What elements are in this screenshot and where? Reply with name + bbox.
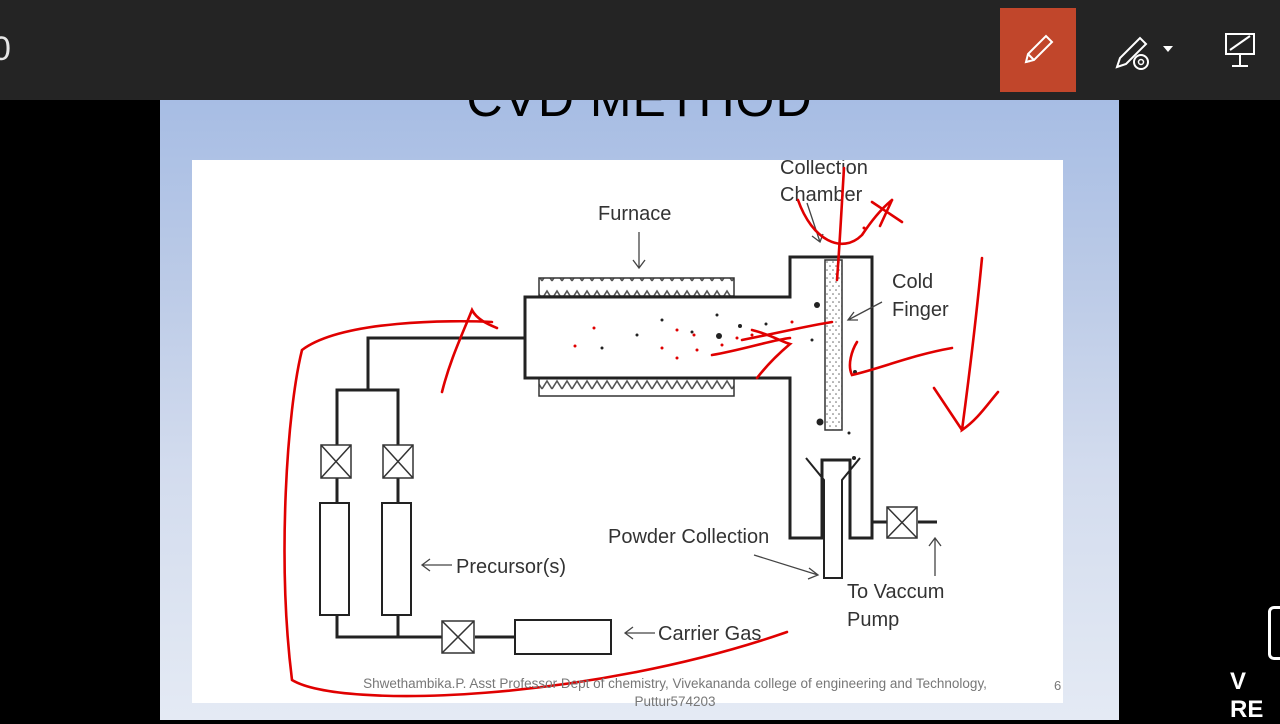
powder-funnel	[805, 457, 861, 579]
label-vaccum-2: Pump	[847, 609, 899, 631]
label-vaccum-1: To Vaccum	[847, 581, 944, 603]
side-overlay-text: V RE	[1230, 668, 1264, 723]
cold-finger	[824, 259, 843, 431]
label-furnace: Furnace	[598, 203, 671, 225]
furnace-heater-top	[538, 277, 735, 297]
reactor-outline	[523, 255, 874, 540]
pen-settings-button[interactable]	[1102, 8, 1182, 92]
pen-icon	[1024, 34, 1054, 64]
label-collection-chamber-1: Collection	[780, 160, 868, 179]
valves	[320, 444, 918, 654]
device-icon	[1268, 606, 1280, 660]
label-arrows	[420, 202, 942, 640]
chevron-down-icon	[1163, 46, 1173, 52]
label-carrier-gas: Carrier Gas	[658, 623, 761, 645]
carrier-gas-cylinder	[514, 619, 612, 655]
cvd-diagram: Collection Chamber Furnace Cold Finger P…	[192, 157, 1063, 703]
presenter-view-icon	[1225, 33, 1255, 67]
slide-footer: Shwethambika.P. Asst Professor Dept of c…	[363, 676, 987, 709]
label-powder-collection: Powder Collection	[608, 526, 769, 548]
presenter-view-button[interactable]	[1205, 8, 1275, 92]
precursor-cylinder-2	[381, 502, 412, 616]
presenter-toolbar: 0	[0, 0, 1280, 100]
gas-lines	[335, 336, 937, 639]
slide-title: CVD METHOD	[160, 100, 1119, 128]
label-cold-1: Cold	[892, 271, 933, 293]
ink-dots	[573, 226, 866, 360]
slide: CVD METHOD	[160, 100, 1119, 720]
pen-button[interactable]	[1000, 8, 1076, 92]
label-collection-chamber-2: Chamber	[780, 184, 863, 206]
furnace-heater-bottom	[538, 377, 735, 397]
slide-counter: 0	[0, 30, 11, 68]
precursor-cylinder-1	[319, 502, 350, 616]
slide-page-number: 6	[1054, 678, 1062, 693]
label-cold-2: Finger	[892, 299, 949, 321]
label-precursors: Precursor(s)	[456, 556, 566, 578]
pen-settings-icon	[1115, 36, 1173, 70]
ink-annotations	[283, 166, 1000, 698]
